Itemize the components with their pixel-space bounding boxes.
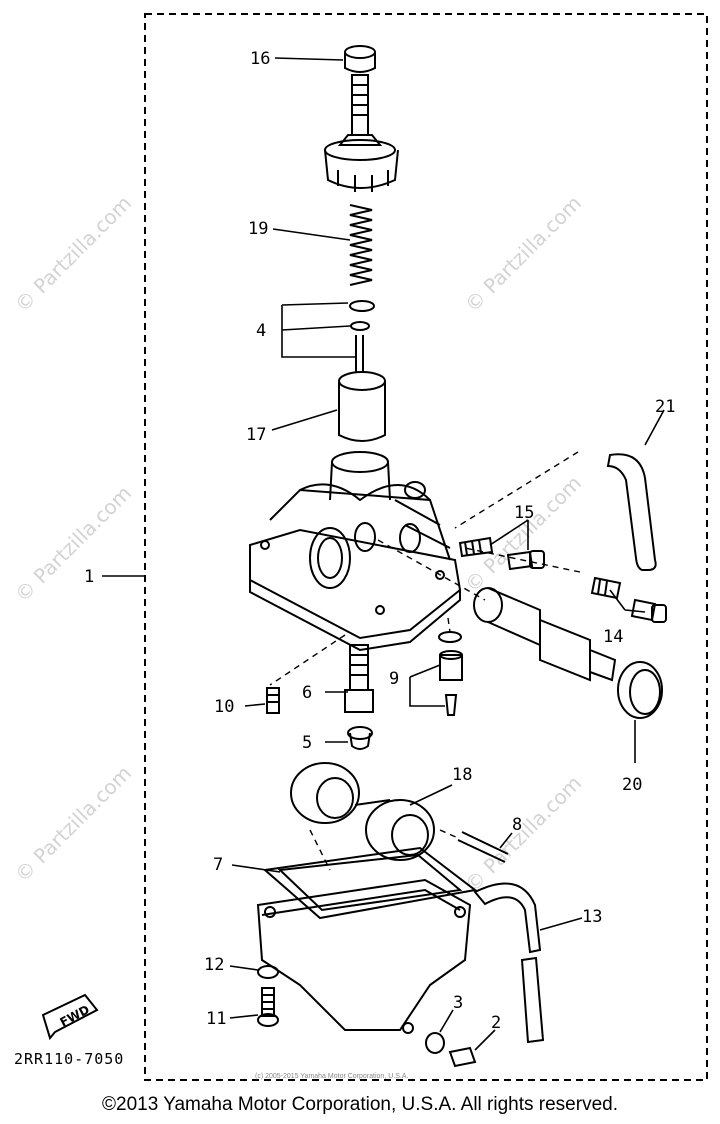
callout-12: 12 xyxy=(204,955,224,975)
part-6-jet xyxy=(344,644,374,713)
part-cap xyxy=(324,74,399,192)
part-21-tube xyxy=(606,453,657,571)
callout-19: 19 xyxy=(248,219,268,239)
part-5-main-jet xyxy=(347,726,373,750)
part-13-drain-tube xyxy=(473,882,545,1044)
part-7-gasket xyxy=(262,846,478,920)
leader-lines xyxy=(102,57,665,1051)
callout-13: 13 xyxy=(582,907,602,927)
part-20-choke xyxy=(473,587,663,719)
callout-2: 2 xyxy=(491,1013,501,1033)
callout-9: 9 xyxy=(389,669,399,689)
callout-14: 14 xyxy=(603,627,623,647)
carburetor-body xyxy=(249,451,462,652)
part-17-throttle-valve xyxy=(338,335,386,442)
callout-20: 20 xyxy=(622,775,642,795)
callout-15: 15 xyxy=(514,503,534,523)
fwd-arrow-icon xyxy=(41,993,99,1041)
part-16-nut xyxy=(344,45,376,73)
part-10-jet xyxy=(266,687,280,714)
diagram-code: 2RR110-7050 xyxy=(14,1050,125,1068)
float-bowl xyxy=(256,878,472,1034)
part-12-washer xyxy=(257,965,279,979)
part-3-washer xyxy=(425,1032,445,1054)
callout-6: 6 xyxy=(302,683,312,703)
assembly-border xyxy=(144,13,708,1081)
part-11-screw xyxy=(257,987,279,1027)
callout-10: 10 xyxy=(214,697,234,717)
callout-3: 3 xyxy=(453,993,463,1013)
part-19-spring xyxy=(349,204,373,286)
part-15-screws xyxy=(458,536,545,571)
copyright-footer: ©2013 Yamaha Motor Corporation, U.S.A. A… xyxy=(102,1094,618,1115)
alignment-lines xyxy=(269,451,581,871)
fine-print: (c) 2005-2015 Yamaha Motor Corporation, … xyxy=(255,1073,409,1080)
callout-17: 17 xyxy=(246,425,266,445)
callout-11: 11 xyxy=(206,1009,226,1029)
callout-5: 5 xyxy=(302,733,312,753)
callout-4: 4 xyxy=(256,321,266,341)
callout-8: 8 xyxy=(512,815,522,835)
callout-1: 1 xyxy=(84,567,94,587)
part-14-screws xyxy=(590,576,667,623)
part-18-float xyxy=(290,762,435,861)
part-4-clips xyxy=(349,300,375,331)
callout-18: 18 xyxy=(452,765,472,785)
callout-16: 16 xyxy=(250,49,270,69)
callout-21: 21 xyxy=(655,397,675,417)
callout-7: 7 xyxy=(213,855,223,875)
part-2-screw xyxy=(448,1046,477,1068)
part-9-needle-valve xyxy=(438,631,463,716)
part-8-pin xyxy=(457,831,509,863)
